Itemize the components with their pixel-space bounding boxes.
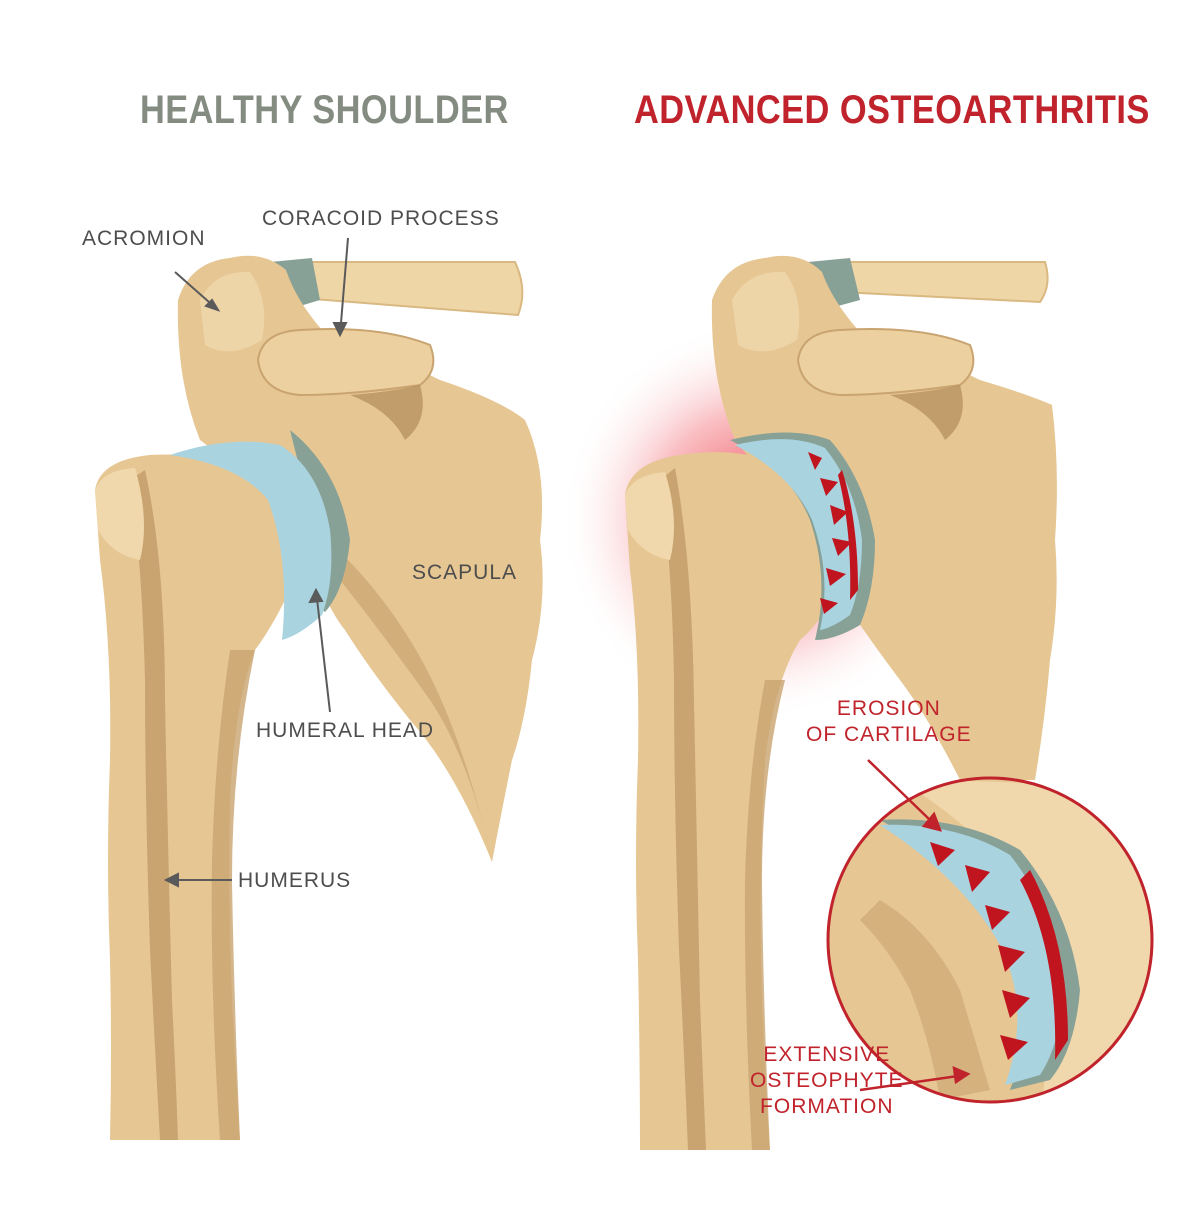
arrowhead-coracoid: [332, 322, 348, 338]
advanced-humerus-groove: [660, 468, 706, 1150]
healthy-tubercle: [95, 468, 144, 560]
label-erosion-line2: OF CARTILAGE: [806, 723, 972, 746]
label-acromion: ACROMION: [82, 227, 206, 250]
label-humerus: HUMERUS: [238, 869, 352, 892]
zoom-bone-texture: [860, 900, 990, 1100]
healthy-pointers: [163, 237, 349, 888]
arrowhead-osteophyte: [952, 1065, 971, 1085]
zoom-inset-border: [826, 776, 1154, 1104]
label-scapula: SCAPULA: [412, 561, 518, 584]
advanced-lesions: [808, 452, 858, 614]
arrowhead-humerus: [163, 872, 179, 888]
pointer-humeral-head: [315, 589, 331, 713]
advanced-pointers: [859, 759, 971, 1092]
arrowhead-humeral-head: [308, 587, 324, 604]
advanced-tubercle: [625, 472, 674, 560]
healthy-shoulder-illustration: [95, 255, 543, 1140]
advanced-shoulder-illustration: [560, 255, 1057, 1151]
label-humeral-head: HUMERAL HEAD: [256, 719, 435, 742]
label-erosion-of-cartilage: EROSION OF CARTILAGE: [806, 696, 972, 748]
healthy-humerus-shaft: [95, 454, 286, 1140]
zoom-scapula: [900, 780, 1152, 1102]
label-osteophyte-line3: FORMATION: [760, 1095, 894, 1118]
pointer-osteophyte: [859, 1074, 959, 1092]
healthy-clavicle: [299, 261, 524, 317]
advanced-humerus-shadow: [744, 680, 785, 1150]
label-coracoid-process: CORACOID PROCESS: [262, 207, 500, 230]
healthy-humeral-head-cartilage: [170, 441, 332, 640]
advanced-acromion-shade: [732, 271, 800, 352]
arrowhead-acromion: [204, 298, 221, 312]
label-osteophyte-line1: EXTENSIVE: [763, 1043, 891, 1066]
zoom-eroded-cartilage: [880, 824, 1064, 1085]
healthy-coracoid: [256, 328, 435, 397]
healthy-humerus-shadow: [211, 650, 255, 1140]
healthy-acromion-shade: [200, 271, 265, 352]
pointer-coracoid: [339, 237, 349, 336]
zoom-inset: [826, 776, 1154, 1104]
label-osteophyte-formation: EXTENSIVE OSTEOPHYTE FORMATION: [750, 1042, 904, 1120]
advanced-coracoid-notch: [890, 385, 963, 440]
title-advanced-osteoarthritis: ADVANCED OSTEOARTHRITIS: [634, 88, 1150, 132]
label-erosion-line1: EROSION: [836, 697, 941, 720]
title-healthy-shoulder: HEALTHY SHOULDER: [140, 88, 509, 132]
healthy-scapula: [177, 255, 543, 862]
advanced-clavicle-cartilage: [808, 258, 860, 306]
advanced-clavicle: [839, 261, 1049, 304]
advanced-scapula: [711, 255, 1057, 780]
zoom-lesions: [930, 842, 1068, 1060]
arrowhead-erosion: [921, 811, 943, 832]
healthy-humerus-groove: [130, 470, 178, 1140]
label-osteophyte-line2: OSTEOPHYTE: [750, 1069, 904, 1092]
healthy-coracoid-notch: [350, 385, 423, 440]
pointer-erosion: [867, 759, 931, 821]
advanced-coracoid: [796, 328, 975, 397]
